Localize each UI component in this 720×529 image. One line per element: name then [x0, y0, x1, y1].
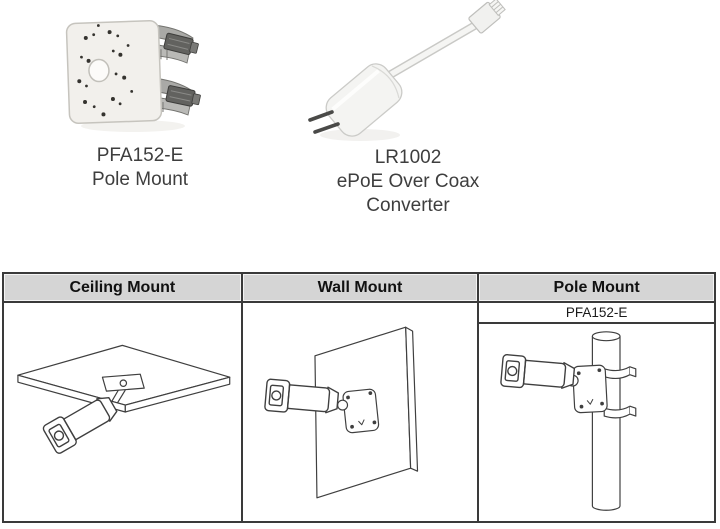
ceiling-mount-header: Ceiling Mount [4, 274, 241, 303]
ceiling-mount-cell [4, 303, 241, 521]
wall-mount-header: Wall Mount [242, 274, 478, 303]
wall-mount-cell [243, 303, 478, 521]
mount-plate [65, 19, 163, 125]
accessory-pfa152e: PFA152-E Pole Mount [40, 2, 240, 192]
rj45-connector [468, 0, 506, 34]
accessory-lr1002: LR1002 ePoE Over Coax Converter [296, 0, 520, 218]
column-ceiling-mount: Ceiling Mount [4, 274, 241, 521]
accessory-name-label: ePoE Over Coax Converter [336, 171, 480, 216]
pole-mount-cell [479, 324, 714, 521]
wall-mount-diagram [263, 326, 418, 499]
column-wall-mount: Wall Mount [240, 274, 478, 521]
epoe-converter-image [308, 0, 506, 141]
pole-mount-subheader: PFA152-E [479, 303, 714, 324]
wire-pins [308, 110, 340, 134]
accessory-name-label: Pole Mount [91, 169, 189, 190]
mount-options-table: Ceiling Mount Wall Mount [2, 272, 716, 523]
ceiling-mount-diagram [17, 344, 231, 456]
accessory-model-label: LR1002 [374, 147, 442, 168]
pole-mount-diagram [500, 331, 637, 511]
pole-mount-header: Pole Mount [479, 274, 714, 303]
shadow [320, 129, 400, 141]
pole-mount-bracket-image [65, 19, 201, 132]
coax-cable [383, 21, 479, 81]
accessory-model-label: PFA152-E [96, 145, 184, 166]
column-pole-mount: Pole Mount PFA152-E [477, 274, 714, 521]
